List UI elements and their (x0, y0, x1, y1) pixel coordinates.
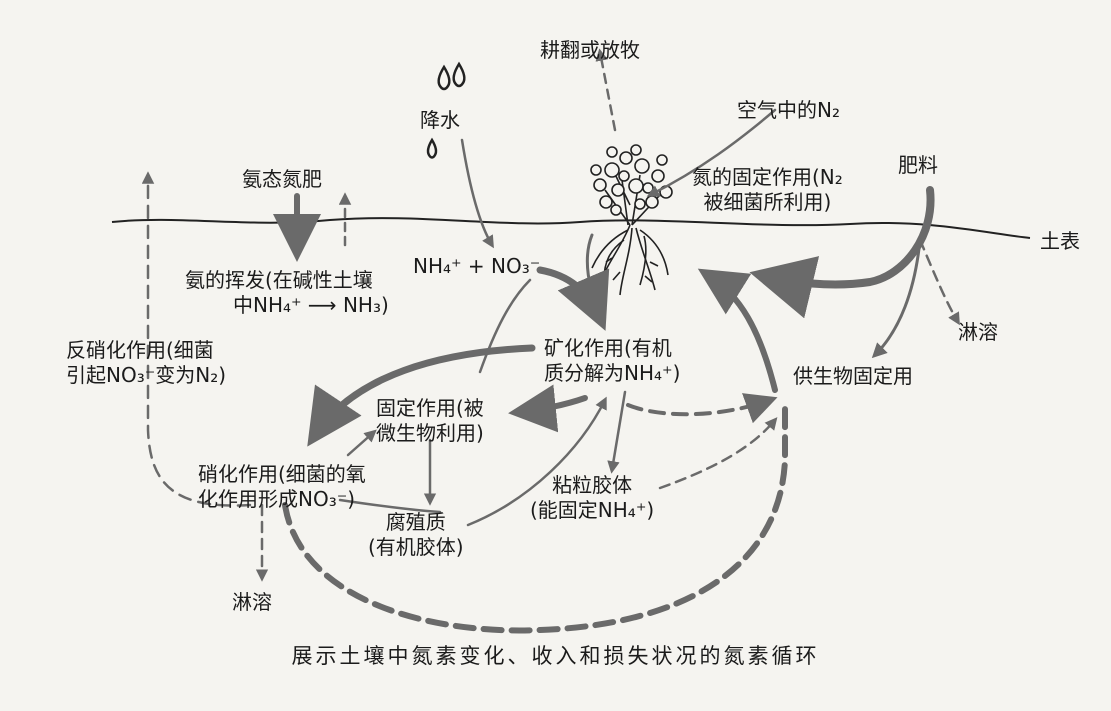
label-line: 反硝化作用(细菌 (66, 338, 214, 362)
label-line: 粘粒胶体 (552, 473, 633, 497)
flow-arrows-dashed (141, 48, 960, 634)
plant-foliage (590, 144, 673, 226)
label-tillage-grazing: 耕翻或放牧 (540, 38, 640, 62)
label-line: 中NH₄⁺ ⟶ NH₃) (233, 293, 389, 317)
label-line: 微生物利用) (376, 421, 484, 445)
label-line: 质分解为NH₄⁺) (544, 361, 681, 385)
label-line: 化作用形成NO₃⁻) (198, 487, 356, 511)
label-immobilization: 固定作用(被 微生物利用) (376, 396, 484, 446)
label-line: 硝化作用(细菌的氧 (198, 462, 366, 486)
label-biological-fixation-supply: 供生物固定用 (793, 364, 913, 388)
label-ammonium-fertilizer: 氨态氮肥 (242, 167, 322, 191)
soil-surface-line (111, 217, 1031, 239)
label-line: (能固定NH₄⁺) (530, 498, 655, 522)
label-leaching-right: 淋溶 (958, 320, 998, 344)
label-precipitation: 降水 (420, 108, 460, 132)
label-nitrogen-fixation-bacteria: 氮的固定作用(N₂ 被细菌所利用) (692, 165, 843, 215)
label-line: 氮的固定作用(N₂ (692, 165, 843, 189)
figure-caption: 展示土壤中氮素变化、收入和损失状况的氮素循环 (291, 644, 820, 668)
label-nitrification: 硝化作用(细菌的氧 化作用形成NO₃⁻) (198, 462, 366, 512)
label-humus: 腐殖质 (有机胶体) (368, 510, 464, 560)
flow-arrows-solid (273, 108, 935, 527)
label-nh4-no3: NH₄⁺ + NO₃⁻ (413, 254, 541, 278)
label-line: 引起NO₃⁻变为N₂) (66, 363, 227, 387)
plant-roots (591, 224, 669, 296)
label-mineralization: 矿化作用(有机 质分解为NH₄⁺) (544, 336, 680, 386)
label-line: 腐殖质 (385, 510, 446, 534)
raindrop-icons (426, 61, 466, 159)
label-line: 氨的挥发(在碱性土壤 (185, 268, 373, 292)
label-line: (有机胶体) (368, 535, 464, 559)
label-leaching-left: 淋溶 (232, 590, 272, 614)
label-manure: 肥料 (898, 153, 938, 177)
label-ammonia-volatilization: 氨的挥发(在碱性土壤 中NH₄⁺ ⟶ NH₃) (185, 268, 389, 318)
label-denitrification: 反硝化作用(细菌 引起NO₃⁻变为N₂) (66, 338, 226, 388)
label-line: 矿化作用(有机 (544, 336, 672, 360)
label-soil-surface: 土表 (1040, 229, 1080, 253)
label-clay-colloid: 粘粒胶体 (能固定NH₄⁺) (530, 473, 654, 523)
label-line: 被细菌所利用) (703, 190, 832, 214)
label-line: 固定作用(被 (376, 396, 484, 420)
label-air-n2: 空气中的N₂ (737, 98, 840, 122)
